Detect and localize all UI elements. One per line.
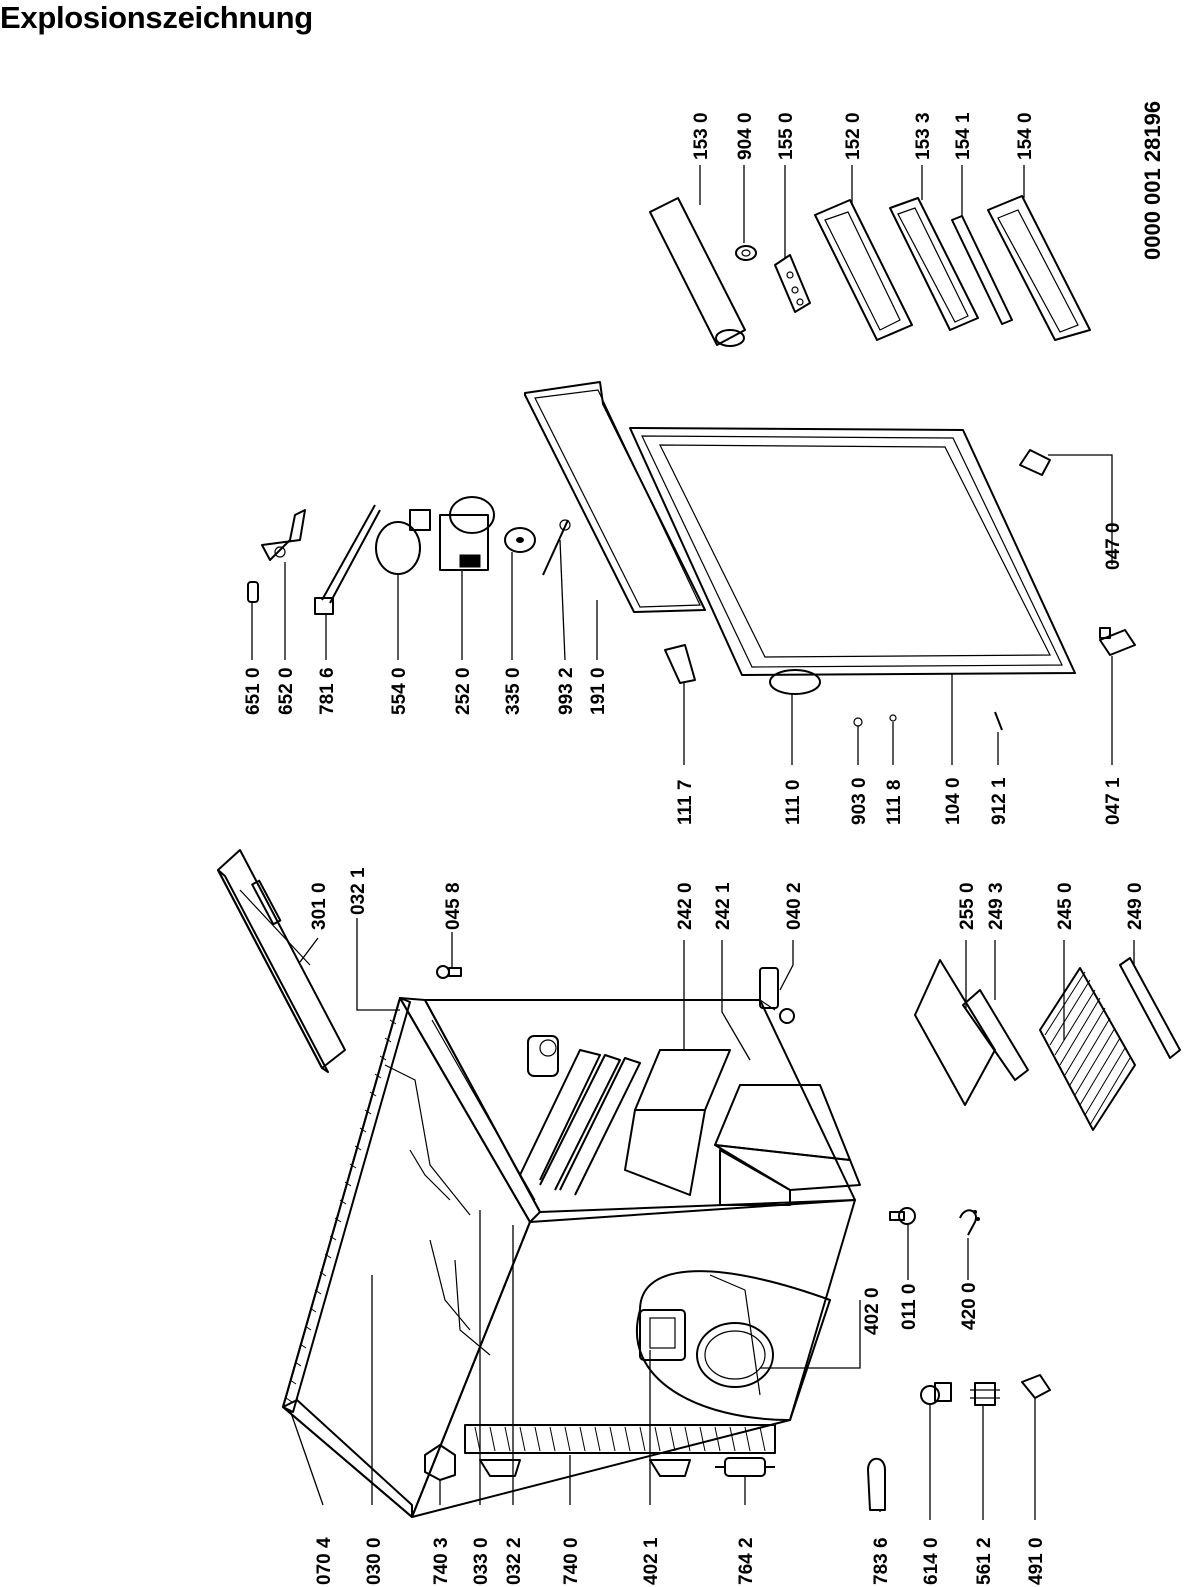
callout-491-0: 491 0 <box>1026 1537 1047 1585</box>
hinge-parts <box>436 965 795 1024</box>
callout-111-0: 111 0 <box>783 780 804 825</box>
callout-242-0: 242 0 <box>675 882 696 930</box>
callout-249-3: 249 3 <box>986 882 1007 930</box>
callout-labels: 070 4 030 0 740 3 033 0 032 2 740 0 402 … <box>243 101 1165 1585</box>
callout-614-0: 614 0 <box>921 1537 942 1585</box>
callout-402-0: 402 0 <box>862 1287 883 1335</box>
top-cover-drawing <box>217 849 346 1073</box>
callout-402-1: 402 1 <box>641 1537 662 1585</box>
callout-561-2: 561 2 <box>974 1537 995 1585</box>
callout-047-1: 047 1 <box>1103 777 1124 825</box>
callout-104-0: 104 0 <box>943 777 964 825</box>
callout-191-0: 191 0 <box>588 667 609 715</box>
leader-lines <box>251 165 1135 1520</box>
callout-249-0: 249 0 <box>1125 882 1146 930</box>
callout-111-7: 111 7 <box>675 780 696 825</box>
callout-152-0: 152 0 <box>843 112 864 160</box>
callout-912-1: 912 1 <box>989 777 1010 825</box>
callout-993-2: 993 2 <box>556 667 577 715</box>
callout-903-0: 903 0 <box>849 777 870 825</box>
callout-047-0: 047 0 <box>1103 522 1124 570</box>
callout-783-6: 783 6 <box>871 1537 892 1585</box>
callout-040-2: 040 2 <box>784 882 805 930</box>
callout-255-0: 255 0 <box>957 882 978 930</box>
callout-032-2: 032 2 <box>504 1537 525 1585</box>
callout-033-0: 033 0 <box>471 1537 492 1585</box>
callout-245-0: 245 0 <box>1055 882 1076 930</box>
callout-242-1: 242 1 <box>713 882 734 930</box>
callout-740-3: 740 3 <box>431 1537 452 1585</box>
callout-153-0: 153 0 <box>691 112 712 160</box>
callout-155-0: 155 0 <box>776 112 797 160</box>
page-title: Explosionszeichnung <box>0 0 313 35</box>
callout-764-2: 764 2 <box>736 1537 757 1585</box>
shelf-parts <box>914 957 1181 1131</box>
callout-252-0: 252 0 <box>453 667 474 715</box>
control-parts <box>247 449 1136 731</box>
gasket-hatch <box>285 1019 397 1403</box>
callout-011-0: 011 0 <box>899 1284 920 1331</box>
callout-070-4: 070 4 <box>314 1537 335 1585</box>
callout-420-0: 420 0 <box>959 1282 980 1330</box>
callout-111-8: 111 8 <box>884 780 905 825</box>
callout-904-0: 904 0 <box>735 112 756 160</box>
door-drawing <box>524 381 1076 695</box>
callout-154-0: 154 0 <box>1015 112 1036 160</box>
door-bins <box>649 195 1091 347</box>
cabinet-drawing <box>282 997 861 1518</box>
callout-335-0: 335 0 <box>503 667 524 715</box>
document-code: 0000 001 28196 <box>1140 101 1165 260</box>
callout-652-0: 652 0 <box>276 667 297 715</box>
callout-301-0: 301 0 <box>309 882 330 930</box>
callout-030-0: 030 0 <box>364 1537 385 1585</box>
callout-781-6: 781 6 <box>317 667 338 715</box>
small-parts-lower-left <box>424 1207 1051 1511</box>
condenser-drawing <box>464 1424 776 1477</box>
callout-045-8: 045 8 <box>443 882 464 930</box>
callout-032-1: 032 1 <box>348 867 369 915</box>
callout-554-0: 554 0 <box>389 667 410 715</box>
callout-740-0: 740 0 <box>561 1537 582 1585</box>
callout-651-0: 651 0 <box>243 667 264 715</box>
callout-153-3: 153 3 <box>913 112 934 160</box>
callout-154-1: 154 1 <box>953 112 974 160</box>
